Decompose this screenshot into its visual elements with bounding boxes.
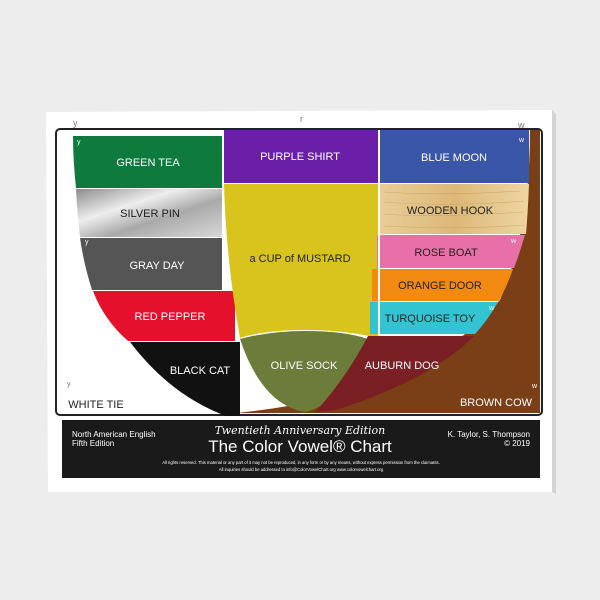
marker-w-top-right: w bbox=[517, 120, 525, 130]
label-turquoise-toy: TURQUOISE TOY bbox=[385, 313, 476, 325]
label-blue-moon: BLUE MOON bbox=[421, 152, 487, 164]
label-olive-sock: OLIVE SOCK bbox=[271, 360, 338, 372]
anniversary-edition: Twentieth Anniversary Edition bbox=[215, 424, 385, 437]
label-green-tea: GREEN TEA bbox=[116, 157, 180, 169]
cell-auburn-dog bbox=[315, 336, 474, 412]
marker-y-green: y bbox=[77, 139, 81, 146]
cell-red-pepper bbox=[93, 291, 235, 341]
cell-wooden-hook bbox=[380, 184, 529, 234]
edition-line-2: Fifth Edition bbox=[72, 439, 114, 448]
chart-title: The Color Vowel® Chart bbox=[208, 437, 392, 456]
center-column bbox=[224, 130, 378, 412]
marker-w-brown: w bbox=[531, 383, 538, 390]
cell-gray-day bbox=[80, 238, 222, 290]
marker-y-gray: y bbox=[85, 239, 89, 246]
cell-rose-boat bbox=[377, 235, 525, 268]
marker-y-top-left: y bbox=[73, 118, 78, 128]
label-cup-of-mustard: a CUP of MUSTARD bbox=[249, 253, 350, 265]
edition-line-1: North American English bbox=[72, 430, 156, 439]
cell-turquoise-toy bbox=[370, 302, 498, 334]
label-brown-cow: BROWN COW bbox=[460, 397, 533, 409]
label-gray-day: GRAY DAY bbox=[129, 260, 185, 272]
cell-purple-shirt bbox=[224, 130, 378, 183]
cell-black-cat bbox=[130, 342, 240, 416]
label-wooden-hook: WOODEN HOOK bbox=[407, 205, 494, 217]
left-column bbox=[73, 136, 240, 416]
marker-r-top: r bbox=[300, 114, 303, 124]
chart-frame bbox=[55, 128, 543, 416]
rights-line-2: All inquiries should be addressed to inf… bbox=[219, 467, 384, 472]
cell-green-tea bbox=[73, 136, 222, 188]
label-purple-shirt: PURPLE SHIRT bbox=[260, 151, 340, 163]
footer-background bbox=[62, 420, 540, 478]
footer-band: North American English Fifth Edition Twe… bbox=[62, 420, 540, 478]
copyright-year: © 2019 bbox=[504, 439, 530, 448]
authors: K. Taylor, S. Thompson bbox=[448, 430, 530, 439]
label-rose-boat: ROSE BOAT bbox=[414, 247, 478, 259]
cell-cup-of-mustard bbox=[224, 184, 378, 338]
cell-dividers bbox=[222, 130, 380, 334]
cell-orange-door bbox=[372, 269, 513, 301]
right-column bbox=[315, 130, 529, 412]
label-auburn-dog: AUBURN DOG bbox=[365, 360, 440, 372]
cell-silver-pin bbox=[76, 189, 222, 237]
marker-w-blue: w bbox=[518, 137, 525, 144]
rights-line-1: All rights reserved. This material or an… bbox=[162, 460, 440, 465]
marker-y-white: y bbox=[67, 381, 71, 388]
label-white-tie: WHITE TIE bbox=[68, 399, 123, 411]
label-silver-pin: SILVER PIN bbox=[120, 208, 180, 220]
cell-blue-moon bbox=[380, 130, 529, 183]
label-orange-door: ORANGE DOOR bbox=[398, 280, 482, 292]
marker-w-turquoise: w bbox=[488, 305, 495, 312]
marker-w-rose: w bbox=[510, 238, 517, 245]
label-black-cat: BLACK CAT bbox=[170, 365, 231, 377]
label-red-pepper: RED PEPPER bbox=[135, 311, 206, 323]
